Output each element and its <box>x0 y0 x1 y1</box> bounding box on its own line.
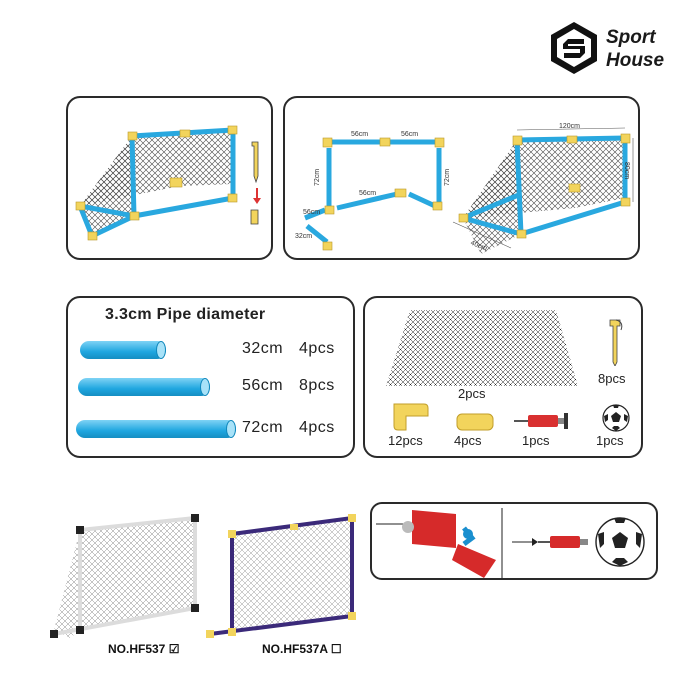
pump-usage-illustration <box>376 508 645 578</box>
dim-label: 56cm <box>351 131 368 138</box>
pump-usage-panel <box>370 502 658 580</box>
ball-qty: 1pcs <box>596 433 624 448</box>
pipe-length-label: 56cm <box>242 377 284 394</box>
dim-label: 72cm <box>314 169 321 186</box>
elbow-qty: 12pcs <box>388 433 423 448</box>
assembly-panel-stake <box>66 96 273 260</box>
pump-qty: 1pcs <box>522 433 550 448</box>
stake-icon <box>609 319 623 366</box>
pipe-32cm <box>80 341 166 359</box>
goal-purple-illustration <box>206 514 356 638</box>
goal-dimensions-illustration: 56cm 56cm 72cm 56cm 72cm 56cm 32cm 120cm… <box>295 123 634 254</box>
brand-name-line1: Sport <box>606 27 656 48</box>
pipe-length-label: 32cm <box>242 340 284 357</box>
net-illustration <box>386 310 578 386</box>
model-label-hf537: NO.HF537 ☑ <box>108 642 179 656</box>
brand-name-line2: House <box>606 50 665 71</box>
brand-name: Sport House <box>606 26 664 72</box>
pipe-count-label: 4pcs <box>299 419 335 436</box>
pipe-count-label: 8pcs <box>299 377 335 394</box>
dim-label: 56cm <box>359 190 376 197</box>
model-code: NO.HF537A <box>262 642 328 656</box>
dim-label: 32cm <box>295 233 312 240</box>
sport-house-logo-icon <box>551 22 597 74</box>
net-qty: 2pcs <box>458 386 486 401</box>
elbow-connector-icon <box>393 403 429 431</box>
model-checkbox: ☐ <box>330 642 342 656</box>
goal-with-stake-illustration <box>75 125 261 241</box>
model-code: NO.HF537 <box>108 642 166 656</box>
pipe-length-label: 72cm <box>242 419 284 436</box>
pipe-72cm <box>76 420 236 438</box>
stake-qty: 8pcs <box>598 371 626 386</box>
dim-label: 56cm <box>303 209 320 216</box>
pipe-diameter-title: 3.3cm Pipe diameter <box>105 306 266 323</box>
dim-label: 72cm <box>444 169 451 186</box>
model-label-hf537a: NO.HF537A ☐ <box>262 642 342 656</box>
dim-label: 80cm <box>623 162 630 179</box>
dim-label: 56cm <box>401 131 418 138</box>
pipe-count-label: 4pcs <box>299 340 335 357</box>
pump-icon <box>514 413 568 429</box>
tee-qty: 4pcs <box>454 433 482 448</box>
assembly-panel-dimensions: 56cm 56cm 72cm 56cm 72cm 56cm 32cm 120cm… <box>283 96 640 260</box>
tee-connector-icon <box>456 413 494 431</box>
pipe-56cm <box>78 378 210 396</box>
soccer-ball-icon <box>602 404 630 432</box>
dim-label: 120cm <box>559 123 580 130</box>
model-checkbox: ☑ <box>168 642 180 656</box>
goal-white-illustration <box>50 514 199 638</box>
